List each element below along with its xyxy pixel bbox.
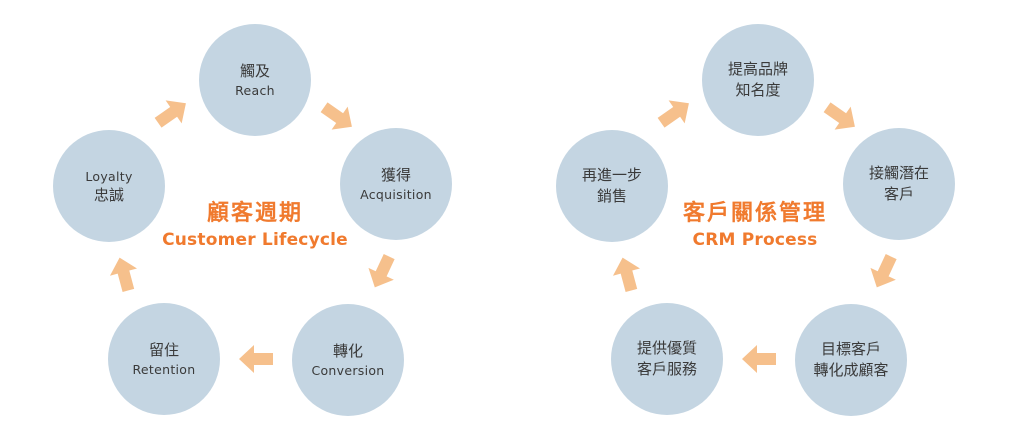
node-conversion: 轉化 Conversion [292, 304, 404, 416]
node-retention-zh: 留住 [148, 340, 179, 359]
arrow-conversion-to-retention [239, 345, 273, 373]
node-quality-service: 提供優質 客戶服務 [611, 303, 723, 415]
right-title-zh: 客戶關係管理 [682, 201, 827, 226]
arrow-reach-to-acquisition [316, 95, 360, 139]
node-reach-en: Reach [235, 82, 275, 98]
node-acquisition-en: Acquisition [360, 186, 432, 202]
left-title-en: Customer Lifecycle [162, 230, 348, 250]
arrow-retention-to-loyalty [106, 253, 142, 295]
arrow-service-to-sell [609, 253, 645, 295]
right-center-title: 客戶關係管理 CRM Process [660, 200, 850, 252]
arrow-convert-to-service [742, 345, 776, 373]
left-center-title: 顧客週期 Customer Lifecycle [160, 200, 350, 252]
arrow-acquisition-to-conversion [362, 250, 402, 294]
node-conversion-zh: 轉化 [332, 341, 363, 360]
node-further-sales: 再進一步 銷售 [556, 130, 668, 242]
node-reach-prospects-line1: 接觸潛在 [868, 164, 929, 182]
left-title-zh: 顧客週期 [206, 201, 303, 226]
node-loyalty: Loyalty 忠誠 [53, 130, 165, 242]
node-conversion-en: Conversion [311, 362, 385, 378]
node-convert-customers-line2: 轉化成顧客 [813, 361, 889, 379]
node-convert-customers: 目標客戶 轉化成顧客 [795, 304, 907, 416]
node-reach-prospects-line2: 客戶 [883, 185, 914, 203]
node-loyalty-zh: 忠誠 [93, 185, 124, 204]
node-acquisition-zh: 獲得 [380, 165, 411, 184]
node-convert-customers-line1: 目標客戶 [820, 340, 881, 358]
node-reach-prospects: 接觸潛在 客戶 [843, 128, 955, 240]
node-further-sales-line1: 再進一步 [581, 166, 642, 184]
node-brand-awareness-line2: 知名度 [735, 81, 781, 99]
node-quality-service-line2: 客戶服務 [636, 360, 697, 378]
arrow-loyalty-to-reach [150, 91, 194, 135]
node-brand-awareness: 提高品牌 知名度 [702, 24, 814, 136]
node-retention-en: Retention [132, 361, 196, 377]
node-brand-awareness-line1: 提高品牌 [727, 60, 788, 78]
node-retention: 留住 Retention [108, 303, 220, 415]
arrow-brand-to-prospect [819, 95, 863, 139]
node-loyalty-en: Loyalty [85, 168, 133, 184]
node-reach-zh: 觸及 [239, 61, 270, 80]
node-acquisition: 獲得 Acquisition [340, 128, 452, 240]
node-further-sales-line2: 銷售 [596, 187, 627, 205]
arrow-sell-to-brand [653, 91, 697, 135]
arrow-prospect-to-convert [864, 250, 904, 294]
right-title-en: CRM Process [692, 230, 818, 250]
node-quality-service-line1: 提供優質 [636, 339, 697, 357]
node-reach: 觸及 Reach [199, 24, 311, 136]
